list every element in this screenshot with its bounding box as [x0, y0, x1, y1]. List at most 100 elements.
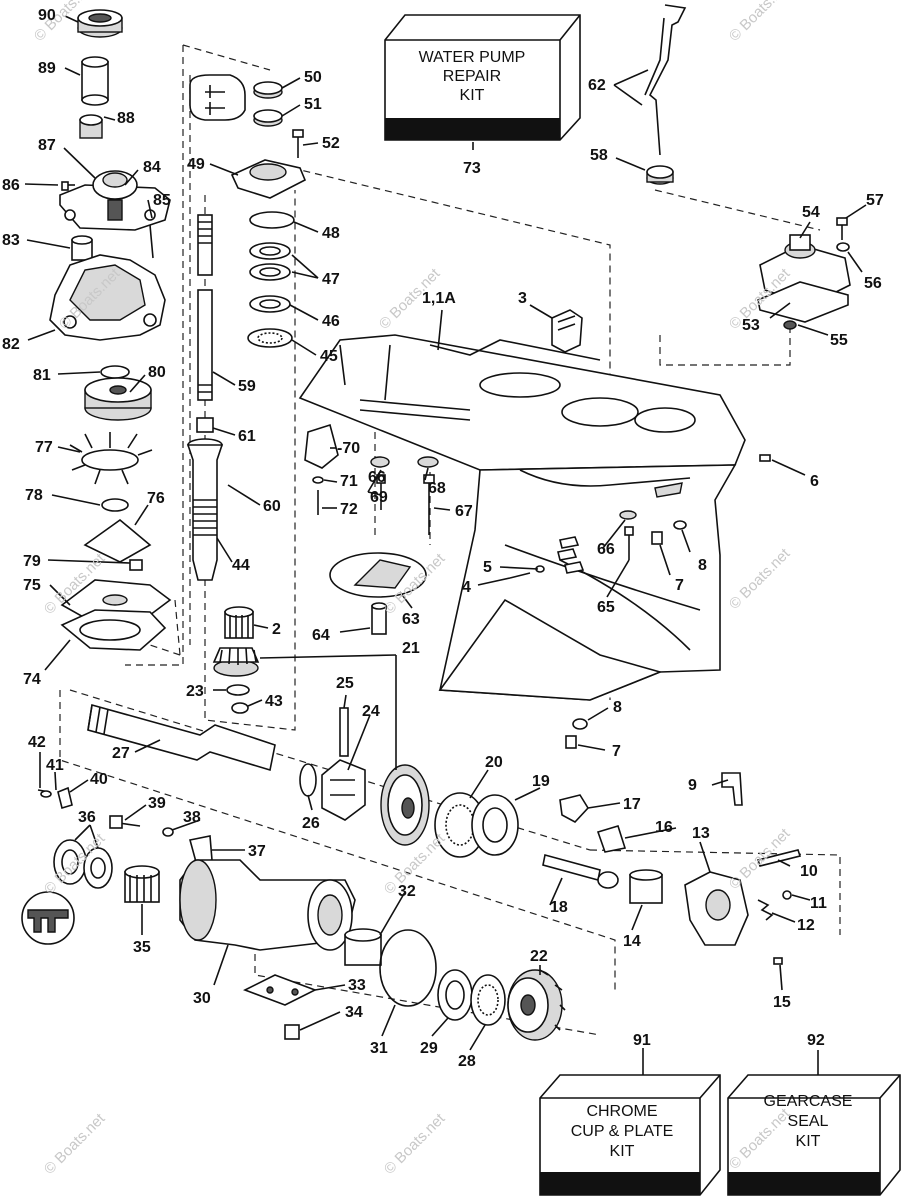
label-34: 34 — [345, 1004, 363, 1021]
label-84: 84 — [143, 159, 161, 176]
label-39: 39 — [148, 795, 166, 812]
label-50: 50 — [304, 69, 322, 86]
label-5: 5 — [483, 559, 492, 576]
gearcase-kit-line-3: KIT — [796, 1133, 821, 1150]
label-20: 20 — [485, 754, 503, 771]
label-15: 15 — [773, 994, 791, 1011]
label-8-lower: 8 — [613, 699, 622, 716]
label-24: 24 — [362, 703, 380, 720]
label-13: 13 — [692, 825, 710, 842]
label-56: 56 — [864, 275, 882, 292]
label-29: 29 — [420, 1040, 438, 1057]
watermark-text: © Boats.net — [726, 0, 794, 45]
label-91: 91 — [633, 1032, 651, 1049]
label-78: 78 — [25, 487, 43, 504]
trim-tab-and-fasteners — [304, 423, 687, 749]
label-76: 76 — [147, 490, 165, 507]
label-9: 9 — [688, 777, 697, 794]
label-46: 46 — [322, 313, 340, 330]
water-pump-kit-line-1: WATER PUMP — [419, 49, 526, 66]
label-31: 31 — [370, 1040, 388, 1057]
label-49: 49 — [187, 156, 205, 173]
label-60: 60 — [263, 498, 281, 515]
label-68: 68 — [428, 480, 446, 497]
propshaft-and-gears — [21, 703, 802, 1041]
label-48: 48 — [322, 225, 340, 242]
label-66-right: 66 — [597, 541, 615, 558]
label-23: 23 — [186, 683, 204, 700]
watermark-text: © Boats.net — [41, 1110, 109, 1178]
label-53: 53 — [742, 317, 760, 334]
label-62: 62 — [588, 77, 606, 94]
label-28: 28 — [458, 1053, 476, 1070]
label-87: 87 — [38, 137, 56, 154]
label-81: 81 — [33, 367, 51, 384]
label-8-upper: 8 — [698, 557, 707, 574]
label-30: 30 — [193, 990, 211, 1007]
label-67: 67 — [455, 503, 473, 520]
label-82: 82 — [2, 336, 20, 353]
label-2: 2 — [272, 621, 281, 638]
label-36: 36 — [78, 809, 96, 826]
label-17: 17 — [623, 796, 641, 813]
label-65: 65 — [597, 599, 615, 616]
label-86: 86 — [2, 177, 20, 194]
chrome-cup-plate-kit-box: CHROME CUP & PLATE KIT — [539, 1074, 721, 1196]
gearcase-kit-line-1: GEARCASE — [764, 1093, 853, 1110]
label-35: 35 — [133, 939, 151, 956]
gearcase-seal-kit-box: GEARCASE SEAL KIT — [727, 1074, 901, 1196]
label-66-top: 66 — [368, 469, 386, 486]
label-71: 71 — [340, 473, 358, 490]
label-79: 79 — [23, 553, 41, 570]
label-18: 18 — [550, 899, 568, 916]
label-80: 80 — [148, 364, 166, 381]
label-69: 69 — [370, 489, 388, 506]
water-pump-parts — [49, 9, 172, 651]
label-4: 4 — [462, 579, 471, 596]
label-14: 14 — [623, 933, 641, 950]
label-43: 43 — [265, 693, 283, 710]
water-pump-kit-line-3: KIT — [460, 87, 485, 104]
label-37: 37 — [248, 843, 266, 860]
label-41: 41 — [46, 757, 64, 774]
label-58: 58 — [590, 147, 608, 164]
label-45: 45 — [320, 348, 338, 365]
label-55: 55 — [830, 332, 848, 349]
label-72: 72 — [340, 501, 358, 518]
label-52: 52 — [322, 135, 340, 152]
label-7-lower: 7 — [612, 743, 621, 760]
shift-and-cover-parts — [551, 4, 851, 462]
label-47: 47 — [322, 271, 340, 288]
label-7-upper: 7 — [675, 577, 684, 594]
label-33: 33 — [348, 977, 366, 994]
label-74: 74 — [23, 671, 41, 688]
label-10: 10 — [800, 863, 818, 880]
label-16: 16 — [655, 819, 673, 836]
leader-lines — [24, 15, 867, 1075]
label-44: 44 — [232, 557, 250, 574]
label-21: 21 — [402, 640, 420, 657]
label-64: 64 — [312, 627, 330, 644]
label-27: 27 — [112, 745, 130, 762]
label-89: 89 — [38, 60, 56, 77]
label-38: 38 — [183, 809, 201, 826]
label-83: 83 — [2, 232, 20, 249]
part-labels: 90 89 88 87 84 86 85 83 82 81 80 77 78 7… — [2, 7, 884, 1070]
label-40: 40 — [90, 771, 108, 788]
label-19: 19 — [532, 773, 550, 790]
gearcase-housing — [298, 334, 746, 701]
label-61: 61 — [238, 428, 256, 445]
label-75: 75 — [23, 577, 41, 594]
label-11: 11 — [810, 895, 827, 912]
label-85: 85 — [153, 192, 171, 209]
label-51: 51 — [304, 96, 322, 113]
label-25: 25 — [336, 675, 354, 692]
label-54: 54 — [802, 204, 820, 221]
label-3: 3 — [518, 290, 527, 307]
label-57: 57 — [866, 192, 884, 209]
label-70: -70 — [337, 440, 360, 457]
chrome-kit-line-2: CUP & PLATE — [571, 1123, 674, 1140]
water-pump-kit-line-2: REPAIR — [443, 68, 501, 85]
watermark-text: © Boats.net — [726, 545, 794, 613]
label-1-1a: 1,1A — [422, 290, 456, 307]
